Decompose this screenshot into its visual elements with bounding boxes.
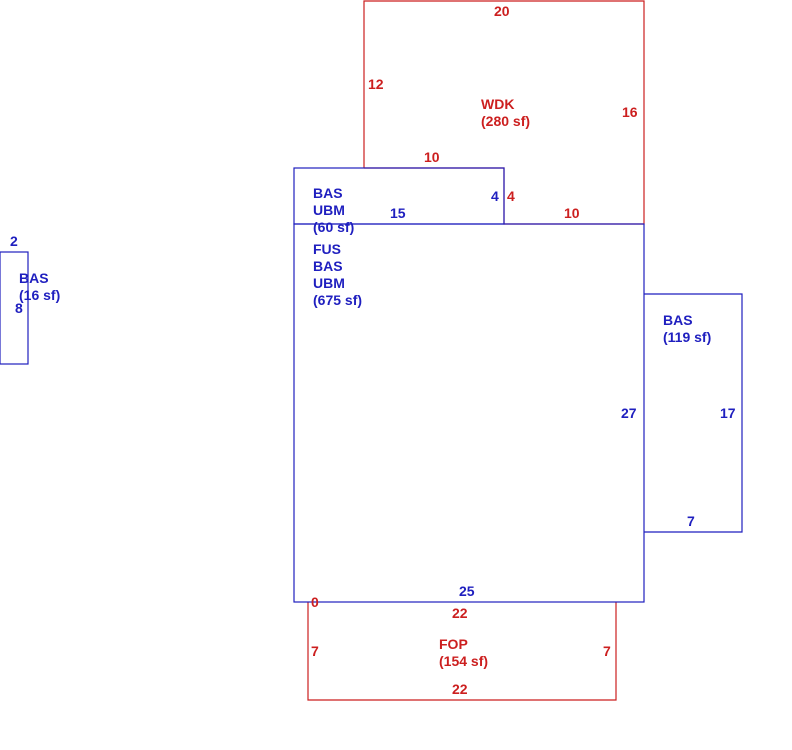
main-area-line-1: FUS xyxy=(313,241,341,257)
dim-bas60-right: 4 xyxy=(491,188,499,204)
fop-code: FOP xyxy=(439,636,468,652)
dim-main-bottom: 25 xyxy=(459,583,475,599)
dim-fop-left: 7 xyxy=(311,643,319,659)
main-area-line-3: UBM xyxy=(313,275,345,291)
main-area-line-2: BAS xyxy=(313,258,343,274)
dim-main-right: 27 xyxy=(621,405,637,421)
dim-bas119-right: 17 xyxy=(720,405,736,421)
dim-wdk-step: 4 xyxy=(507,188,515,204)
fop-area: (154 sf) xyxy=(439,653,489,669)
dim-wdk-left: 12 xyxy=(368,76,384,92)
main-area-outline xyxy=(293,223,645,603)
dim-wdk-inner-bottom: 10 xyxy=(564,205,580,221)
main-area-label: FUS BAS UBM (675 sf) xyxy=(313,241,362,309)
fop-outline xyxy=(307,602,617,701)
dim-wdk-right: 16 xyxy=(622,104,638,120)
bas-16-label: BAS (16 sf) xyxy=(19,270,60,304)
dim-wdk-top: 20 xyxy=(494,3,510,19)
bas-16-code: BAS xyxy=(19,270,49,286)
bas-119-label: BAS (119 sf) xyxy=(663,312,711,346)
dim-fop-top: 22 xyxy=(452,605,468,621)
bas-119-code: BAS xyxy=(663,312,693,328)
dim-fop-offset: 0 xyxy=(311,594,319,610)
bas-119-outline xyxy=(644,293,743,533)
fop-label: FOP (154 sf) xyxy=(439,636,488,670)
bas-119-area: (119 sf) xyxy=(663,329,712,345)
bas-ubm-60-line-2: UBM xyxy=(313,202,345,218)
dim-fop-bottom: 22 xyxy=(452,681,468,697)
bas-ubm-60-line-1: BAS xyxy=(313,185,343,201)
bas-ubm-60-label: BAS UBM (60 sf) xyxy=(313,185,354,236)
dim-bas16-top: 2 xyxy=(10,233,18,249)
dim-bas16-side: 8 xyxy=(15,300,23,316)
bas-16-area: (16 sf) xyxy=(19,287,61,303)
dim-bas119-bottom: 7 xyxy=(687,513,695,529)
main-area-line-4: (675 sf) xyxy=(313,292,363,308)
bas-ubm-60-line-3: (60 sf) xyxy=(313,219,355,235)
wdk-area: (280 sf) xyxy=(481,113,531,129)
bas-16-outline xyxy=(0,251,29,365)
fop-outline-path xyxy=(307,602,617,701)
wdk-label: WDK (280 sf) xyxy=(481,96,530,130)
wdk-code: WDK xyxy=(481,96,515,112)
dim-bas60-bottom: 15 xyxy=(390,205,406,221)
dim-fop-right: 7 xyxy=(603,643,611,659)
dim-wdk-inner-top: 10 xyxy=(424,149,440,165)
